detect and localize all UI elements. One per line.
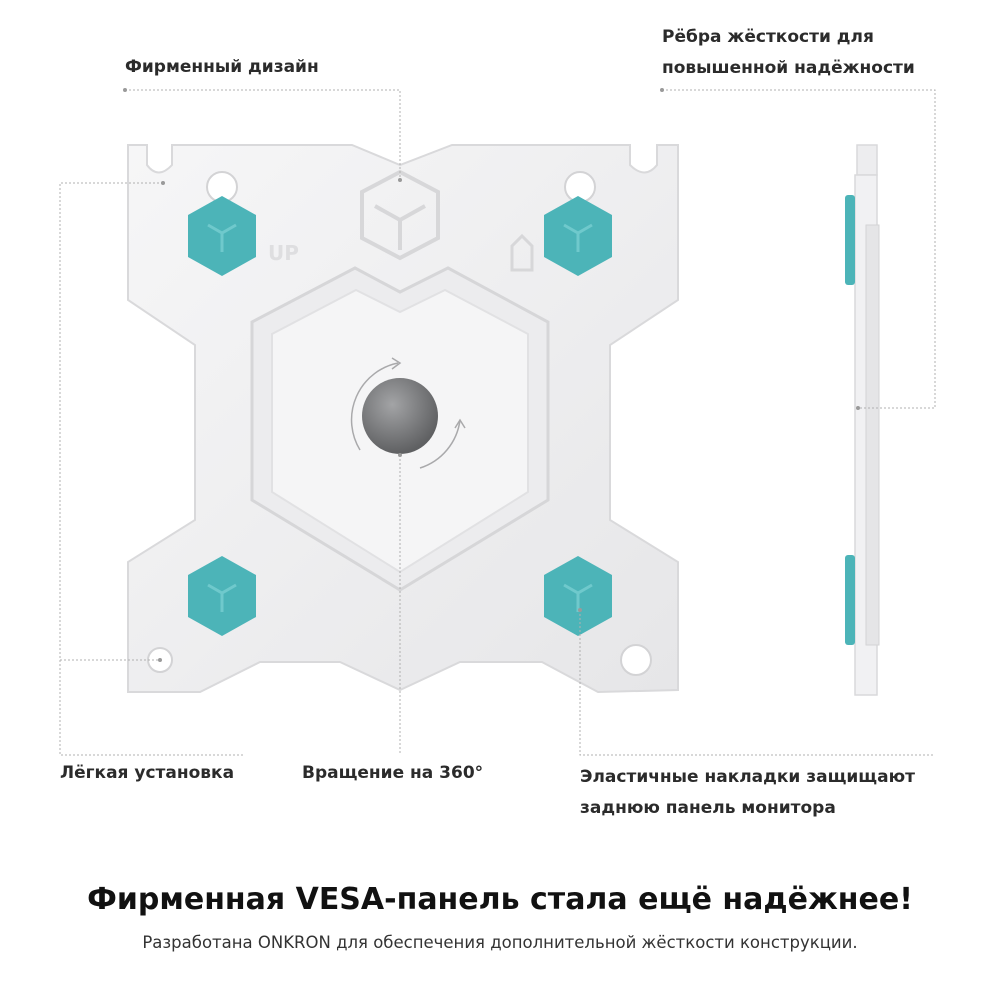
leader-dot xyxy=(398,178,402,182)
rotation-knob xyxy=(362,378,438,454)
elastic-pad-top-right xyxy=(544,196,612,276)
plate-side-view xyxy=(845,144,880,696)
elastic-pad-bottom-right xyxy=(544,556,612,636)
callout-ribs-line2: повышенной надёжности xyxy=(662,58,915,78)
rotation-arrow-icon-right xyxy=(419,419,461,469)
side-view-top-tab xyxy=(856,144,878,176)
leader-ribs xyxy=(662,89,936,409)
headline: Фирменная VESA-панель стала ещё надёжнее… xyxy=(87,882,913,917)
elastic-pad-bottom-left xyxy=(188,556,256,636)
leader-dot xyxy=(856,406,860,410)
callout-brand-design: Фирменный дизайн xyxy=(125,57,319,77)
leader-dot xyxy=(161,181,165,185)
brand-logo-icon xyxy=(360,169,440,261)
mount-hole-bottom-right xyxy=(620,644,652,676)
rotation-arrow-head-top xyxy=(391,357,402,370)
callout-easy-install: Лёгкая установка xyxy=(60,763,235,783)
side-view-rib xyxy=(865,224,880,646)
rotation-arrow-icon xyxy=(350,362,399,451)
callout-pads-line1: Эластичные накладки защищают xyxy=(580,767,915,787)
leader-dot xyxy=(578,608,582,612)
leader-dot xyxy=(660,88,664,92)
leader-lines xyxy=(59,89,936,756)
elastic-pad-top-left xyxy=(188,196,256,276)
side-view-pad-top xyxy=(845,195,855,285)
callout-pads-line2: заднюю панель монитора xyxy=(580,798,836,818)
leader-dots xyxy=(123,88,860,662)
side-view-pad-bottom xyxy=(845,555,855,645)
rotation-arrow-head-bottom xyxy=(454,418,466,429)
leader-easy-install-top xyxy=(59,182,245,756)
callout-ribs-line1: Рёбра жёсткости для xyxy=(662,27,874,47)
callout-rotation: Вращение на 360° xyxy=(302,763,484,783)
leader-dot xyxy=(158,658,162,662)
plate-up-marking: UP xyxy=(268,241,299,265)
leader-dot xyxy=(398,453,402,457)
leader-dot xyxy=(123,88,127,92)
home-arrow-icon xyxy=(510,233,534,272)
leader-pads xyxy=(579,610,935,756)
vesa-plate: UP xyxy=(127,144,679,694)
subline: Разработана ONKRON для обеспечения допол… xyxy=(142,933,858,952)
